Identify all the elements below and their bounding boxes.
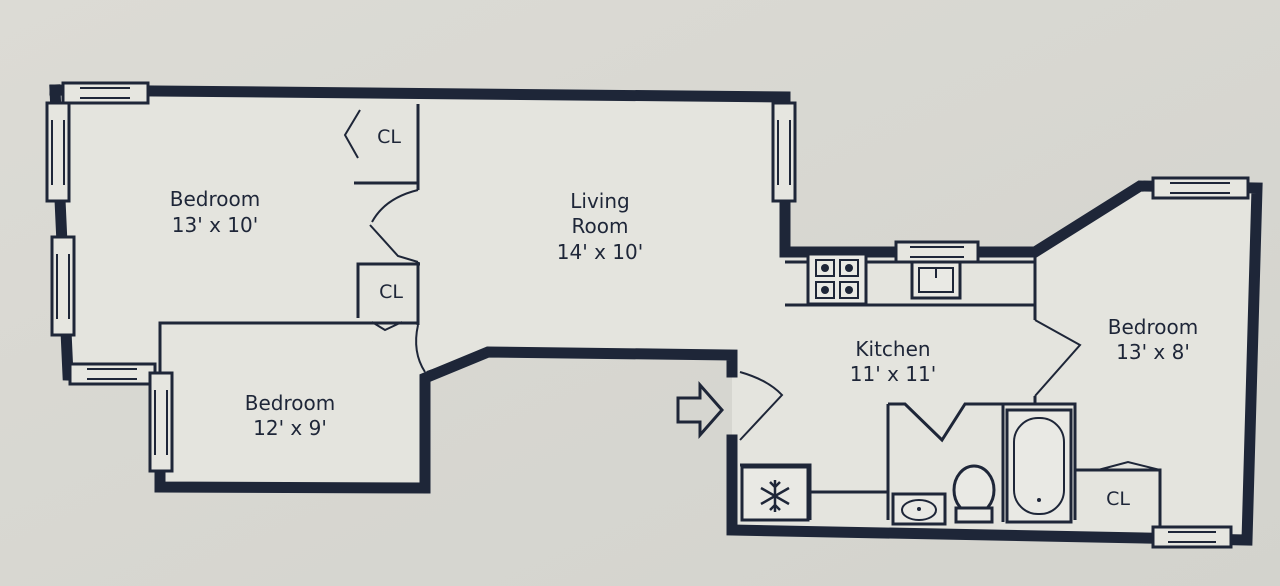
bedroom-c-door [1034, 319, 1082, 397]
window-bedroom-b [148, 371, 174, 473]
closet-2-door [371, 321, 403, 332]
window-living-right [771, 101, 797, 203]
arrow-right-icon [676, 381, 724, 439]
window-top-left [61, 81, 150, 105]
window-kitchen [894, 240, 980, 264]
room-name: Kitchen [855, 337, 930, 361]
bedroom-b-door [415, 324, 426, 373]
window-bedroom-c-top [1151, 176, 1250, 200]
windows [45, 81, 1250, 549]
window-bottom-left [68, 362, 157, 386]
entrance-door [739, 371, 784, 441]
window-bedroom-c-bottom [1151, 525, 1233, 549]
bath-top-wall [888, 402, 1077, 520]
room-name: Living [570, 189, 629, 213]
stove-icon [806, 252, 868, 306]
floor-area [55, 90, 1257, 540]
room-name: Bedroom [170, 187, 260, 211]
room-name: Bedroom [245, 391, 335, 415]
bedroom-a-door [369, 224, 419, 263]
closet-label: CL [377, 126, 401, 148]
room-labels: Bedroom 13' x 10' Living Room 14' x 10' … [170, 126, 1198, 510]
fridge-nook [740, 463, 812, 520]
snowflake-icon [740, 465, 810, 522]
bathtub-icon [1005, 408, 1073, 524]
room-size: 12' x 9' [253, 416, 327, 440]
toilet-icon [952, 464, 996, 524]
closet-3-door [1097, 460, 1161, 471]
bedroom-b-top-wall [158, 321, 418, 378]
closet-2 [356, 262, 420, 318]
closet-label: CL [379, 281, 403, 303]
room-name: Room [572, 214, 629, 238]
room-size: 13' x 8' [1116, 340, 1190, 364]
sink-icon [910, 260, 962, 300]
room-name: Bedroom [1108, 315, 1198, 339]
room-size: 14' x 10' [557, 240, 643, 264]
window-left-1 [45, 101, 71, 203]
window-left-2 [50, 235, 76, 337]
room-size: 11' x 11' [850, 362, 936, 386]
doors [343, 109, 1161, 471]
closet-1-door [343, 109, 361, 159]
sink-icon [891, 492, 947, 526]
room-size: 13' x 10' [172, 213, 258, 237]
closet-label: CL [1106, 488, 1130, 510]
